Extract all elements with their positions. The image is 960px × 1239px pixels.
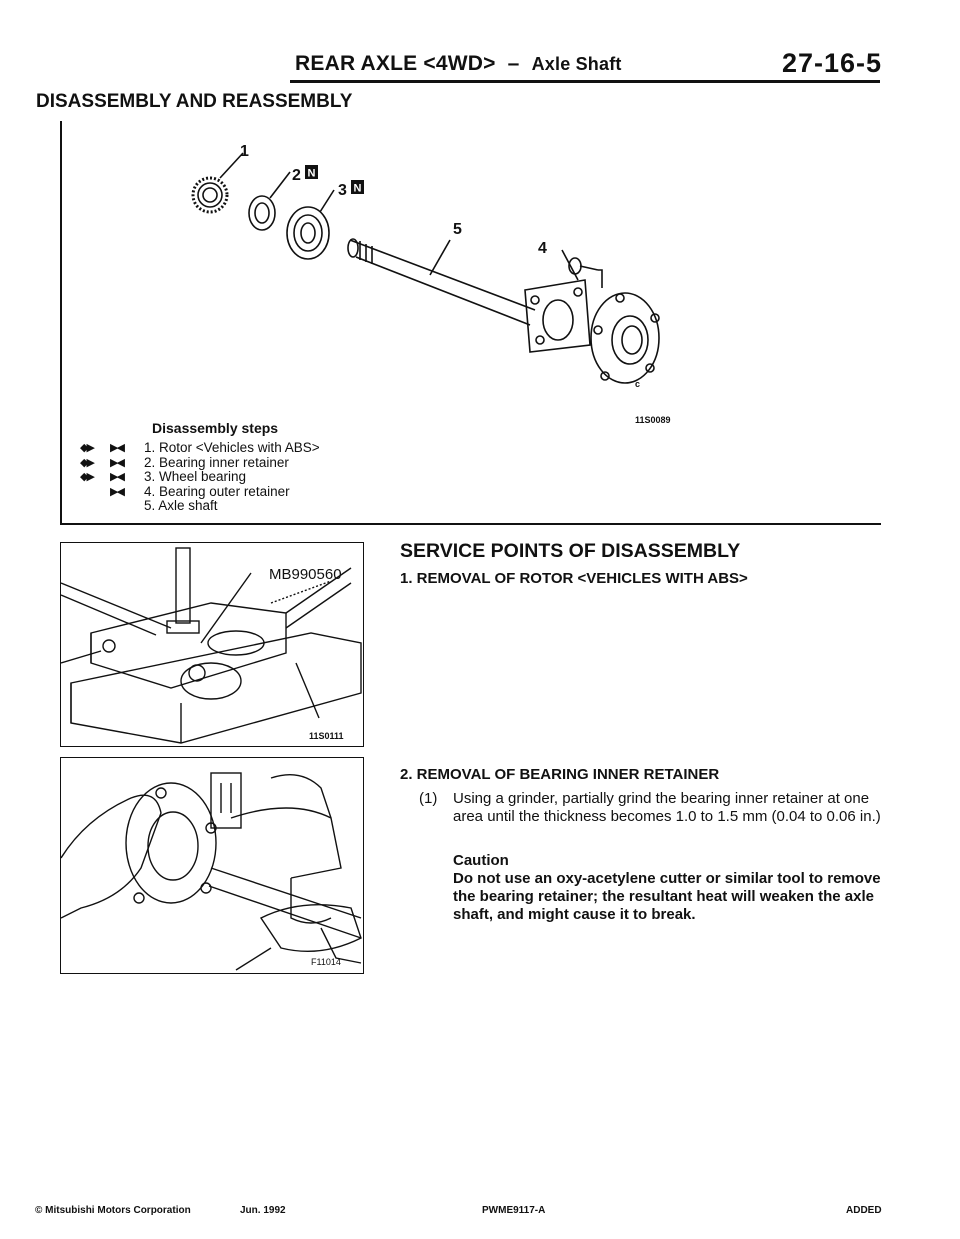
caution-block: Caution Do not use an oxy-acetylene cutt… bbox=[453, 852, 893, 924]
reassembly-marker-3: ▶◀ bbox=[110, 471, 125, 484]
callout-1: 1 bbox=[240, 143, 249, 160]
grinder-drawing: F11014 bbox=[61, 772, 362, 971]
photo2-figure-code: F11014 bbox=[311, 957, 341, 967]
figure-frame-bottom bbox=[60, 523, 881, 525]
photo1-figure-code: 11S0111 bbox=[309, 731, 344, 741]
sub-step-number: (1) bbox=[419, 790, 438, 807]
rotor-removal-illustration: MB990560 11S0111 bbox=[60, 542, 364, 747]
special-tool-label: MB990560 bbox=[269, 566, 342, 583]
step-text-1: 1. Rotor <Vehicles with ABS> bbox=[144, 440, 320, 456]
page-header-title: REAR AXLE <4WD> – Axle Shaft bbox=[295, 52, 622, 76]
section-title: DISASSEMBLY AND REASSEMBLY bbox=[36, 91, 353, 112]
step-row-5: 5. Axle shaft bbox=[80, 499, 320, 514]
c-mark: c bbox=[635, 379, 640, 389]
callout-5: 5 bbox=[453, 221, 462, 238]
service-point-item-2: 2. REMOVAL OF BEARING INNER RETAINER bbox=[400, 766, 720, 783]
badge-letter-3: N bbox=[354, 183, 362, 195]
exploded-view-diagram: 1 2 N 3 N 5 4 c 11S0089 bbox=[191, 143, 660, 389]
caution-text: Do not use an oxy-acetylene cutter or si… bbox=[453, 870, 881, 923]
service-point-sub-step-1: (1) Using a grinder, partially grind the… bbox=[419, 790, 889, 826]
disassembly-steps-list: ◆▶ ▶◀ 1. Rotor <Vehicles with ABS> ◆▶ ▶◀… bbox=[80, 441, 320, 514]
footer-date: Jun. 1992 bbox=[240, 1205, 286, 1216]
step-text-5: 5. Axle shaft bbox=[144, 498, 218, 514]
reassembly-marker-4: ▶◀ bbox=[110, 485, 125, 498]
wheel-bearing-part bbox=[286, 206, 330, 260]
new-part-badge-2 bbox=[305, 165, 318, 179]
leader-line-2 bbox=[269, 171, 291, 199]
disassembly-marker-3: ◆▶ bbox=[80, 471, 95, 484]
figure-frame-left bbox=[60, 121, 62, 524]
header-title-separator: – bbox=[507, 52, 520, 75]
page-number: 27-16-5 bbox=[782, 48, 883, 78]
service-points-title: SERVICE POINTS OF DISASSEMBLY bbox=[400, 540, 741, 562]
badge-letter-2: N bbox=[308, 168, 316, 180]
service-point-item-1: 1. REMOVAL OF ROTOR <VEHICLES WITH ABS> bbox=[400, 570, 748, 587]
sub-step-text: Using a grinder, partially grind the bea… bbox=[453, 790, 881, 825]
bearing-inner-retainer-part bbox=[248, 195, 276, 231]
disassembly-marker-2: ◆▶ bbox=[80, 456, 95, 469]
step-row-2: ◆▶ ▶◀ 2. Bearing inner retainer bbox=[80, 454, 320, 471]
rotor-puller-drawing: MB990560 11S0111 bbox=[61, 547, 362, 744]
new-part-badge-3 bbox=[351, 180, 364, 194]
grinding-retainer-illustration: F11014 bbox=[60, 757, 364, 974]
step-text-4: 4. Bearing outer retainer bbox=[144, 483, 290, 499]
step-text-2: 2. Bearing inner retainer bbox=[144, 454, 289, 470]
step-row-4: ▶◀ 4. Bearing outer retainer bbox=[80, 483, 320, 500]
step-row-3: ◆▶ ▶◀ 3. Wheel bearing bbox=[80, 470, 320, 485]
reassembly-marker-2: ▶◀ bbox=[110, 456, 125, 469]
footer-doc-code: PWME9117-A bbox=[482, 1205, 546, 1216]
callout-3: 3 bbox=[338, 182, 347, 199]
step-row-1: ◆▶ ▶◀ 1. Rotor <Vehicles with ABS> bbox=[80, 441, 320, 456]
header-title-sub: Axle Shaft bbox=[531, 54, 622, 74]
leader-line-1 bbox=[219, 152, 244, 179]
reassembly-marker-1: ▶◀ bbox=[110, 442, 125, 455]
header-rule bbox=[290, 80, 880, 83]
leader-line-4 bbox=[561, 249, 579, 281]
leader-line-5 bbox=[429, 239, 451, 276]
footer-copyright: © Mitsubishi Motors Corporation bbox=[35, 1205, 191, 1216]
caution-label: Caution bbox=[453, 852, 509, 869]
callout-4: 4 bbox=[538, 240, 547, 257]
leader-line-3 bbox=[319, 189, 335, 213]
axle-shaft-part bbox=[347, 238, 536, 326]
callout-2: 2 bbox=[292, 167, 301, 184]
exploded-figure-code-label: 11S0089 bbox=[635, 415, 671, 425]
step-text-3: 3. Wheel bearing bbox=[144, 469, 247, 485]
disassembly-marker-1: ◆▶ bbox=[80, 442, 95, 455]
bearing-outer-retainer-part bbox=[524, 279, 591, 353]
header-title-main: REAR AXLE <4WD> bbox=[295, 52, 496, 75]
rotor-part bbox=[191, 176, 229, 214]
disassembly-steps-title: Disassembly steps bbox=[152, 420, 279, 436]
axle-hub-flange bbox=[590, 292, 660, 384]
footer-status: ADDED bbox=[846, 1205, 882, 1216]
